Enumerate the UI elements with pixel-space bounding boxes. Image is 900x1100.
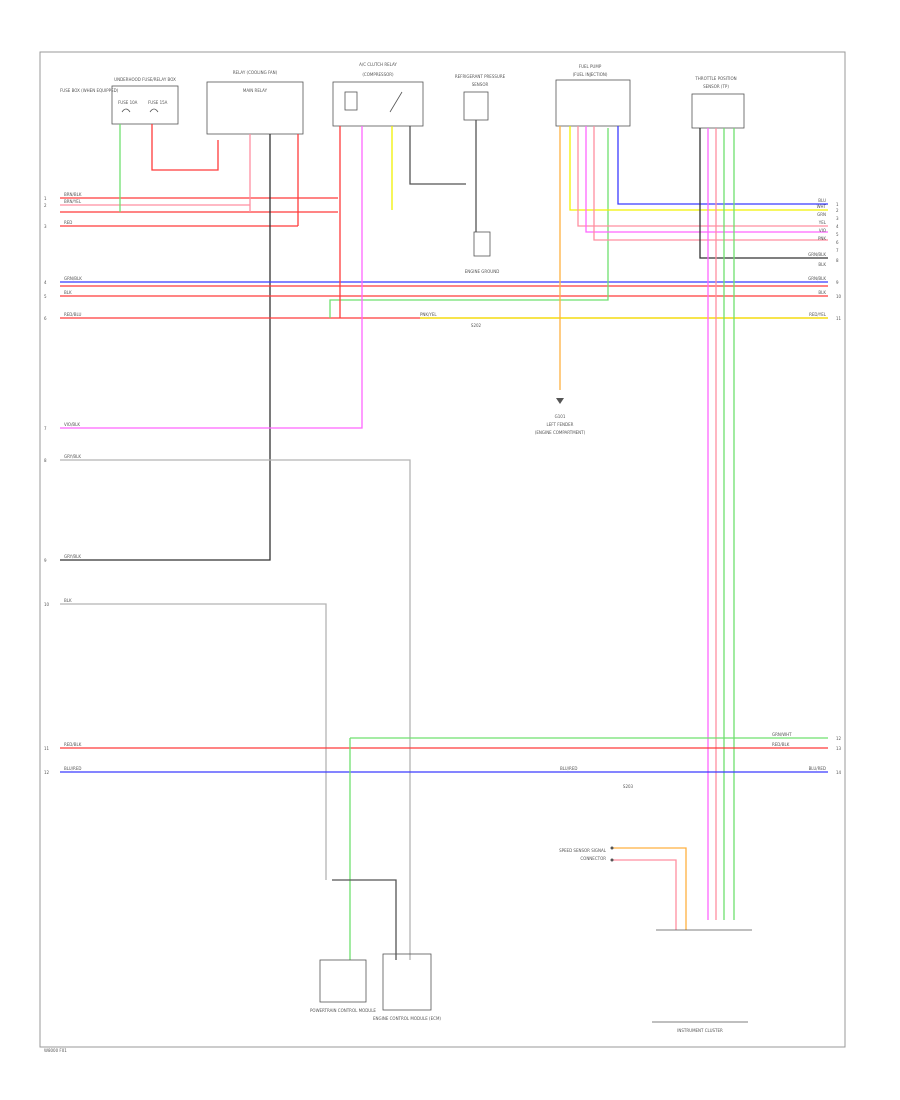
right-conn-wire: BLK (818, 262, 826, 267)
page-code: W8000 F01 (44, 1048, 67, 1053)
inline-grn-wht: GRN/WHT (772, 732, 792, 737)
left-conn-num: 10 (44, 602, 50, 607)
fuel-pump-label: FUEL PUMP (579, 64, 602, 69)
right-conn-num: 9 (836, 280, 839, 285)
fuse-box: UNDERHOOD FUSE/RELAY BOX FUSE BOX (WHEN … (60, 77, 179, 125)
right-conn-num: 8 (836, 258, 839, 263)
wires (60, 120, 828, 960)
inline-blu-red: BLU/RED (560, 766, 577, 771)
sensor-label: REFRIGERANT PRESSURE (455, 74, 506, 79)
pcm-label: POWERTRAIN CONTROL MODULE (310, 1008, 376, 1013)
ac-clutch-label: A/C CLUTCH RELAY (359, 62, 397, 67)
fuse-box-side-label: FUSE BOX (WHEN EQUIPPED) (60, 88, 119, 93)
right-conn-wire: BLK (818, 290, 826, 295)
speed-sensor-label: SPEED SENSOR SIGNAL (559, 848, 607, 853)
right-conn-num: 3 (836, 216, 839, 221)
right-conn-wire: PNK (818, 236, 826, 241)
fuse-box-label: UNDERHOOD FUSE/RELAY BOX (114, 77, 176, 82)
ecm-label: ENGINE CONTROL MODULE (ECM) (373, 1016, 441, 1021)
left-conn-wire: RED (64, 220, 72, 225)
right-conn-num: 2 (836, 208, 839, 213)
left-conn-num: 3 (44, 224, 47, 229)
right-conn-num: 1 (836, 202, 839, 207)
left-conn-num: 6 (44, 316, 47, 321)
left-connectors: 1 BRN/BLK 2 BRN/YEL 3 RED 4 GRN/BLK 5 BL… (44, 192, 82, 775)
speed-sensor-sub: CONNECTOR (580, 856, 606, 861)
powertrain-control-module: POWERTRAIN CONTROL MODULE (310, 959, 376, 1013)
left-conn-wire: GRY/BLK (64, 454, 81, 459)
left-conn-wire: GRN/BLK (64, 276, 82, 281)
left-conn-wire: RED/BLK (64, 742, 82, 747)
sensor-sub: SENSOR (472, 82, 489, 87)
right-conn-num: 5 (836, 232, 839, 237)
left-conn-wire: BLK (64, 598, 72, 603)
right-conn-num: 11 (836, 316, 842, 321)
left-conn-wire: BLK (64, 290, 72, 295)
left-conn-num: 1 (44, 196, 47, 201)
fuse-a-label: FUSE 10A (118, 100, 138, 105)
engine-ground-label: ENGINE GROUND (465, 269, 500, 274)
fuel-pump-sub: (FUEL INJECTION) (573, 72, 608, 77)
left-conn-num: 9 (44, 558, 47, 563)
throttle-sub: SENSOR (TP) (703, 84, 729, 89)
diagram-frame (39, 51, 846, 1048)
left-conn-wire: BLU/RED (64, 766, 81, 771)
inline-red-blk: RED/BLK (772, 742, 790, 747)
refrigerant-sensor: REFRIGERANT PRESSURE SENSOR (455, 74, 506, 121)
left-conn-wire: BRN/BLK (64, 192, 82, 197)
ground-point-g101: G101 LEFT FENDER (ENGINE COMPARTMENT) (535, 398, 586, 435)
ground-point-label-2: LEFT FENDER (547, 422, 574, 427)
fuse-b-label: FUSE 15A (148, 100, 168, 105)
speed-sensor-connector: SPEED SENSOR SIGNAL CONNECTOR (559, 846, 614, 862)
engine-control-module: ENGINE CONTROL MODULE (ECM) (373, 953, 441, 1021)
left-conn-wire: BRN/YEL (64, 199, 82, 204)
throttle-label: THROTTLE POSITION (694, 76, 736, 81)
right-conn-wire: GRN (817, 212, 826, 217)
right-conn-num: 6 (836, 240, 839, 245)
main-relay: RELAY (COOLING FAN) MAIN RELAY (206, 70, 304, 135)
right-conn-wire: WHT (817, 204, 827, 209)
splice-s203: S203 (623, 784, 634, 789)
right-conn-num: 14 (836, 770, 842, 775)
splice-s202: S202 (471, 323, 482, 328)
right-connectors: 1 BLU 2 WHT 3 GRN 4 YEL 5 VIO 6 PNK 7 GR… (808, 198, 841, 775)
right-conn-num: 13 (836, 746, 842, 751)
left-conn-num: 12 (44, 770, 50, 775)
right-conn-num: 10 (836, 294, 842, 299)
main-relay-label: RELAY (COOLING FAN) (233, 70, 278, 75)
ac-clutch-sub: (COMPRESSOR) (362, 72, 394, 77)
left-conn-num: 7 (44, 426, 47, 431)
left-conn-num: 5 (44, 294, 47, 299)
ac-clutch-relay: A/C CLUTCH RELAY (COMPRESSOR) (332, 62, 424, 127)
left-conn-num: 2 (44, 203, 47, 208)
instrument-cluster: INSTRUMENT CLUSTER (652, 929, 752, 1033)
inline-pnk-yel: PNK/YEL (420, 312, 437, 317)
right-conn-wire: BLU/RED (809, 766, 826, 771)
right-conn-wire: GRN/BLK (808, 276, 826, 281)
right-conn-wire: BLU (818, 198, 826, 203)
right-conn-num: 7 (836, 248, 839, 253)
ground-point-label: G101 (555, 414, 566, 419)
fuel-pump: FUEL PUMP (FUEL INJECTION) (555, 64, 631, 127)
right-conn-num: 12 (836, 736, 842, 741)
throttle-sensor: THROTTLE POSITION SENSOR (TP) (691, 76, 745, 129)
left-conn-num: 8 (44, 458, 47, 463)
right-conn-num: 4 (836, 224, 839, 229)
ground-point-label-3: (ENGINE COMPARTMENT) (535, 430, 586, 435)
cluster-label: INSTRUMENT CLUSTER (677, 1028, 723, 1033)
right-conn-wire: GRN/BLK (808, 252, 826, 257)
engine-ground: ENGINE GROUND (465, 231, 500, 274)
left-conn-num: 11 (44, 746, 50, 751)
left-conn-wire: GRY/BLK (64, 554, 81, 559)
main-relay-sub: MAIN RELAY (243, 88, 268, 93)
right-conn-wire: YEL (818, 220, 827, 225)
left-conn-wire: RED/BLU (64, 312, 82, 317)
left-conn-wire: VIO/BLK (64, 422, 80, 427)
right-conn-wire: RED/YEL (809, 312, 827, 317)
left-conn-num: 4 (44, 280, 47, 285)
right-conn-wire: VIO (819, 228, 826, 233)
